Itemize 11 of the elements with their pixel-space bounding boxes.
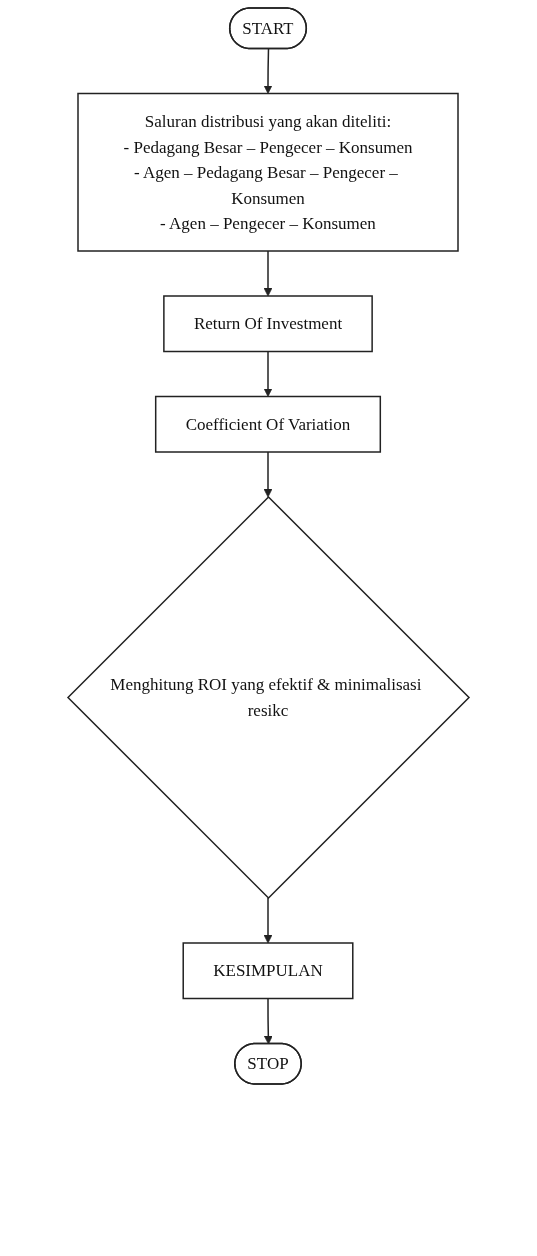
arrow bbox=[263, 451, 273, 498]
node-box: KESIMPULAN bbox=[182, 942, 354, 1000]
arrow bbox=[263, 48, 273, 94]
node-box: Coefficient Of Variation bbox=[154, 395, 382, 453]
node-diamond: Menghitung ROI yang efektif & minimalisasi resikc bbox=[66, 495, 471, 900]
arrow bbox=[263, 997, 273, 1045]
arrow bbox=[263, 897, 273, 944]
node-box: Return Of Investment bbox=[163, 295, 373, 353]
arrow bbox=[263, 350, 273, 397]
arrow bbox=[263, 250, 273, 297]
node-box: Saluran distribusi yang akan diteliti: - Pedagang Besar – Pengecer – Konsumen - Agen – Pedagang Besar – Pengecer – Konsumen - Agen – Pengecer – Konsumen bbox=[77, 92, 459, 252]
